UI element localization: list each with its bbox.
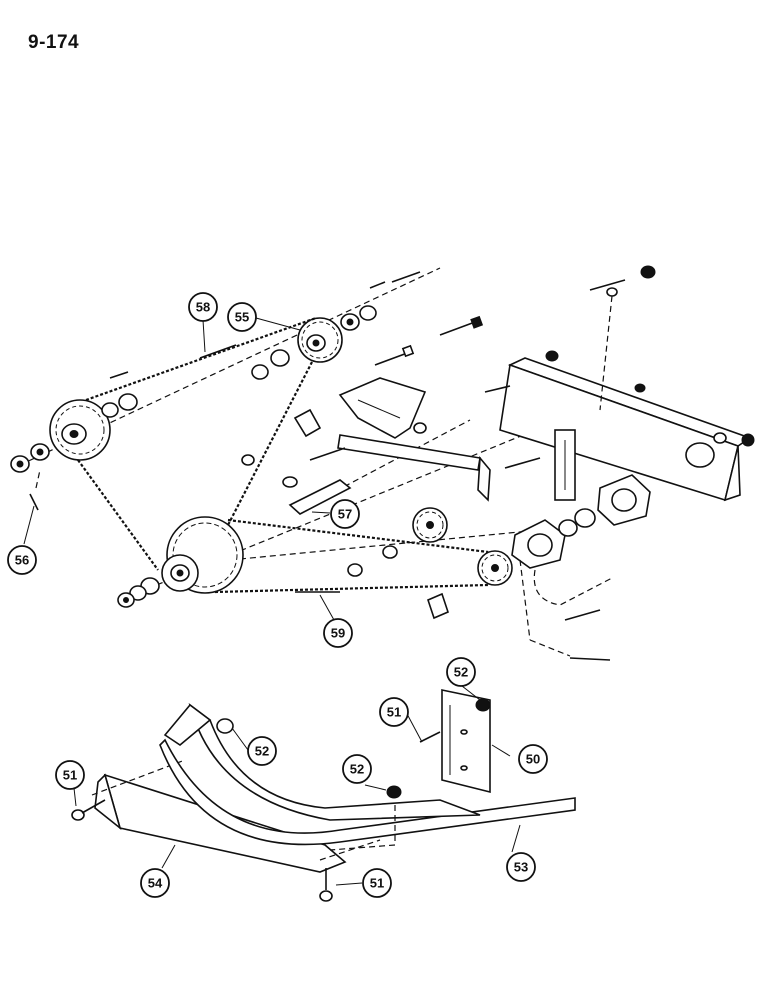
bolts-center [241,315,484,577]
callout-52-middle: 52 [342,754,372,784]
svg-text:59: 59 [331,626,345,641]
frame-bolts [484,265,656,661]
svg-text:50: 50 [526,752,540,767]
svg-text:56: 56 [15,553,29,568]
svg-text:58: 58 [196,300,210,315]
svg-text:53: 53 [514,860,528,875]
callout-54: 54 [140,868,170,898]
svg-text:57: 57 [338,507,352,522]
lower-left-washers [117,577,160,608]
callout-51-bottom: 51 [362,868,392,898]
key-56 [29,469,41,511]
right-sprocket [477,550,513,586]
callout-51-left: 51 [55,760,85,790]
svg-text:51: 51 [63,768,77,783]
callout-53: 53 [506,852,536,882]
callout-58: 58 [188,292,218,322]
callout-55: 55 [227,302,257,332]
svg-text:55: 55 [235,310,249,325]
middle-sprocket [412,507,448,543]
callout-52-left: 52 [247,736,277,766]
chain-59 [214,518,489,594]
lower-left-sprocket [161,516,244,594]
upper-left-sprocket [49,399,111,461]
callout-52-top: 52 [446,657,476,687]
callout-59: 59 [323,618,353,648]
bearing-housings [427,474,651,620]
svg-text:52: 52 [255,744,269,759]
callout-57: 57 [330,499,360,529]
frame-channel [499,357,755,502]
sprocket-55 [297,317,343,363]
callout-56: 56 [7,545,37,575]
upper-right-washers [251,271,421,380]
bracket-50 [441,689,491,794]
callout-50: 50 [518,744,548,774]
svg-text:54: 54 [148,876,163,891]
shield-53 [159,702,576,851]
fasteners-bottom [71,698,491,902]
idler-57 [282,476,352,515]
page-number: 9-174 [28,32,80,53]
svg-text:51: 51 [387,705,401,720]
svg-text:52: 52 [350,762,364,777]
svg-text:52: 52 [454,665,468,680]
idler-bracket [293,377,491,502]
upper-left-washers [10,393,138,473]
svg-text:51: 51 [370,876,384,891]
callout-leaders [23,317,521,886]
callout-51-top: 51 [379,697,409,727]
